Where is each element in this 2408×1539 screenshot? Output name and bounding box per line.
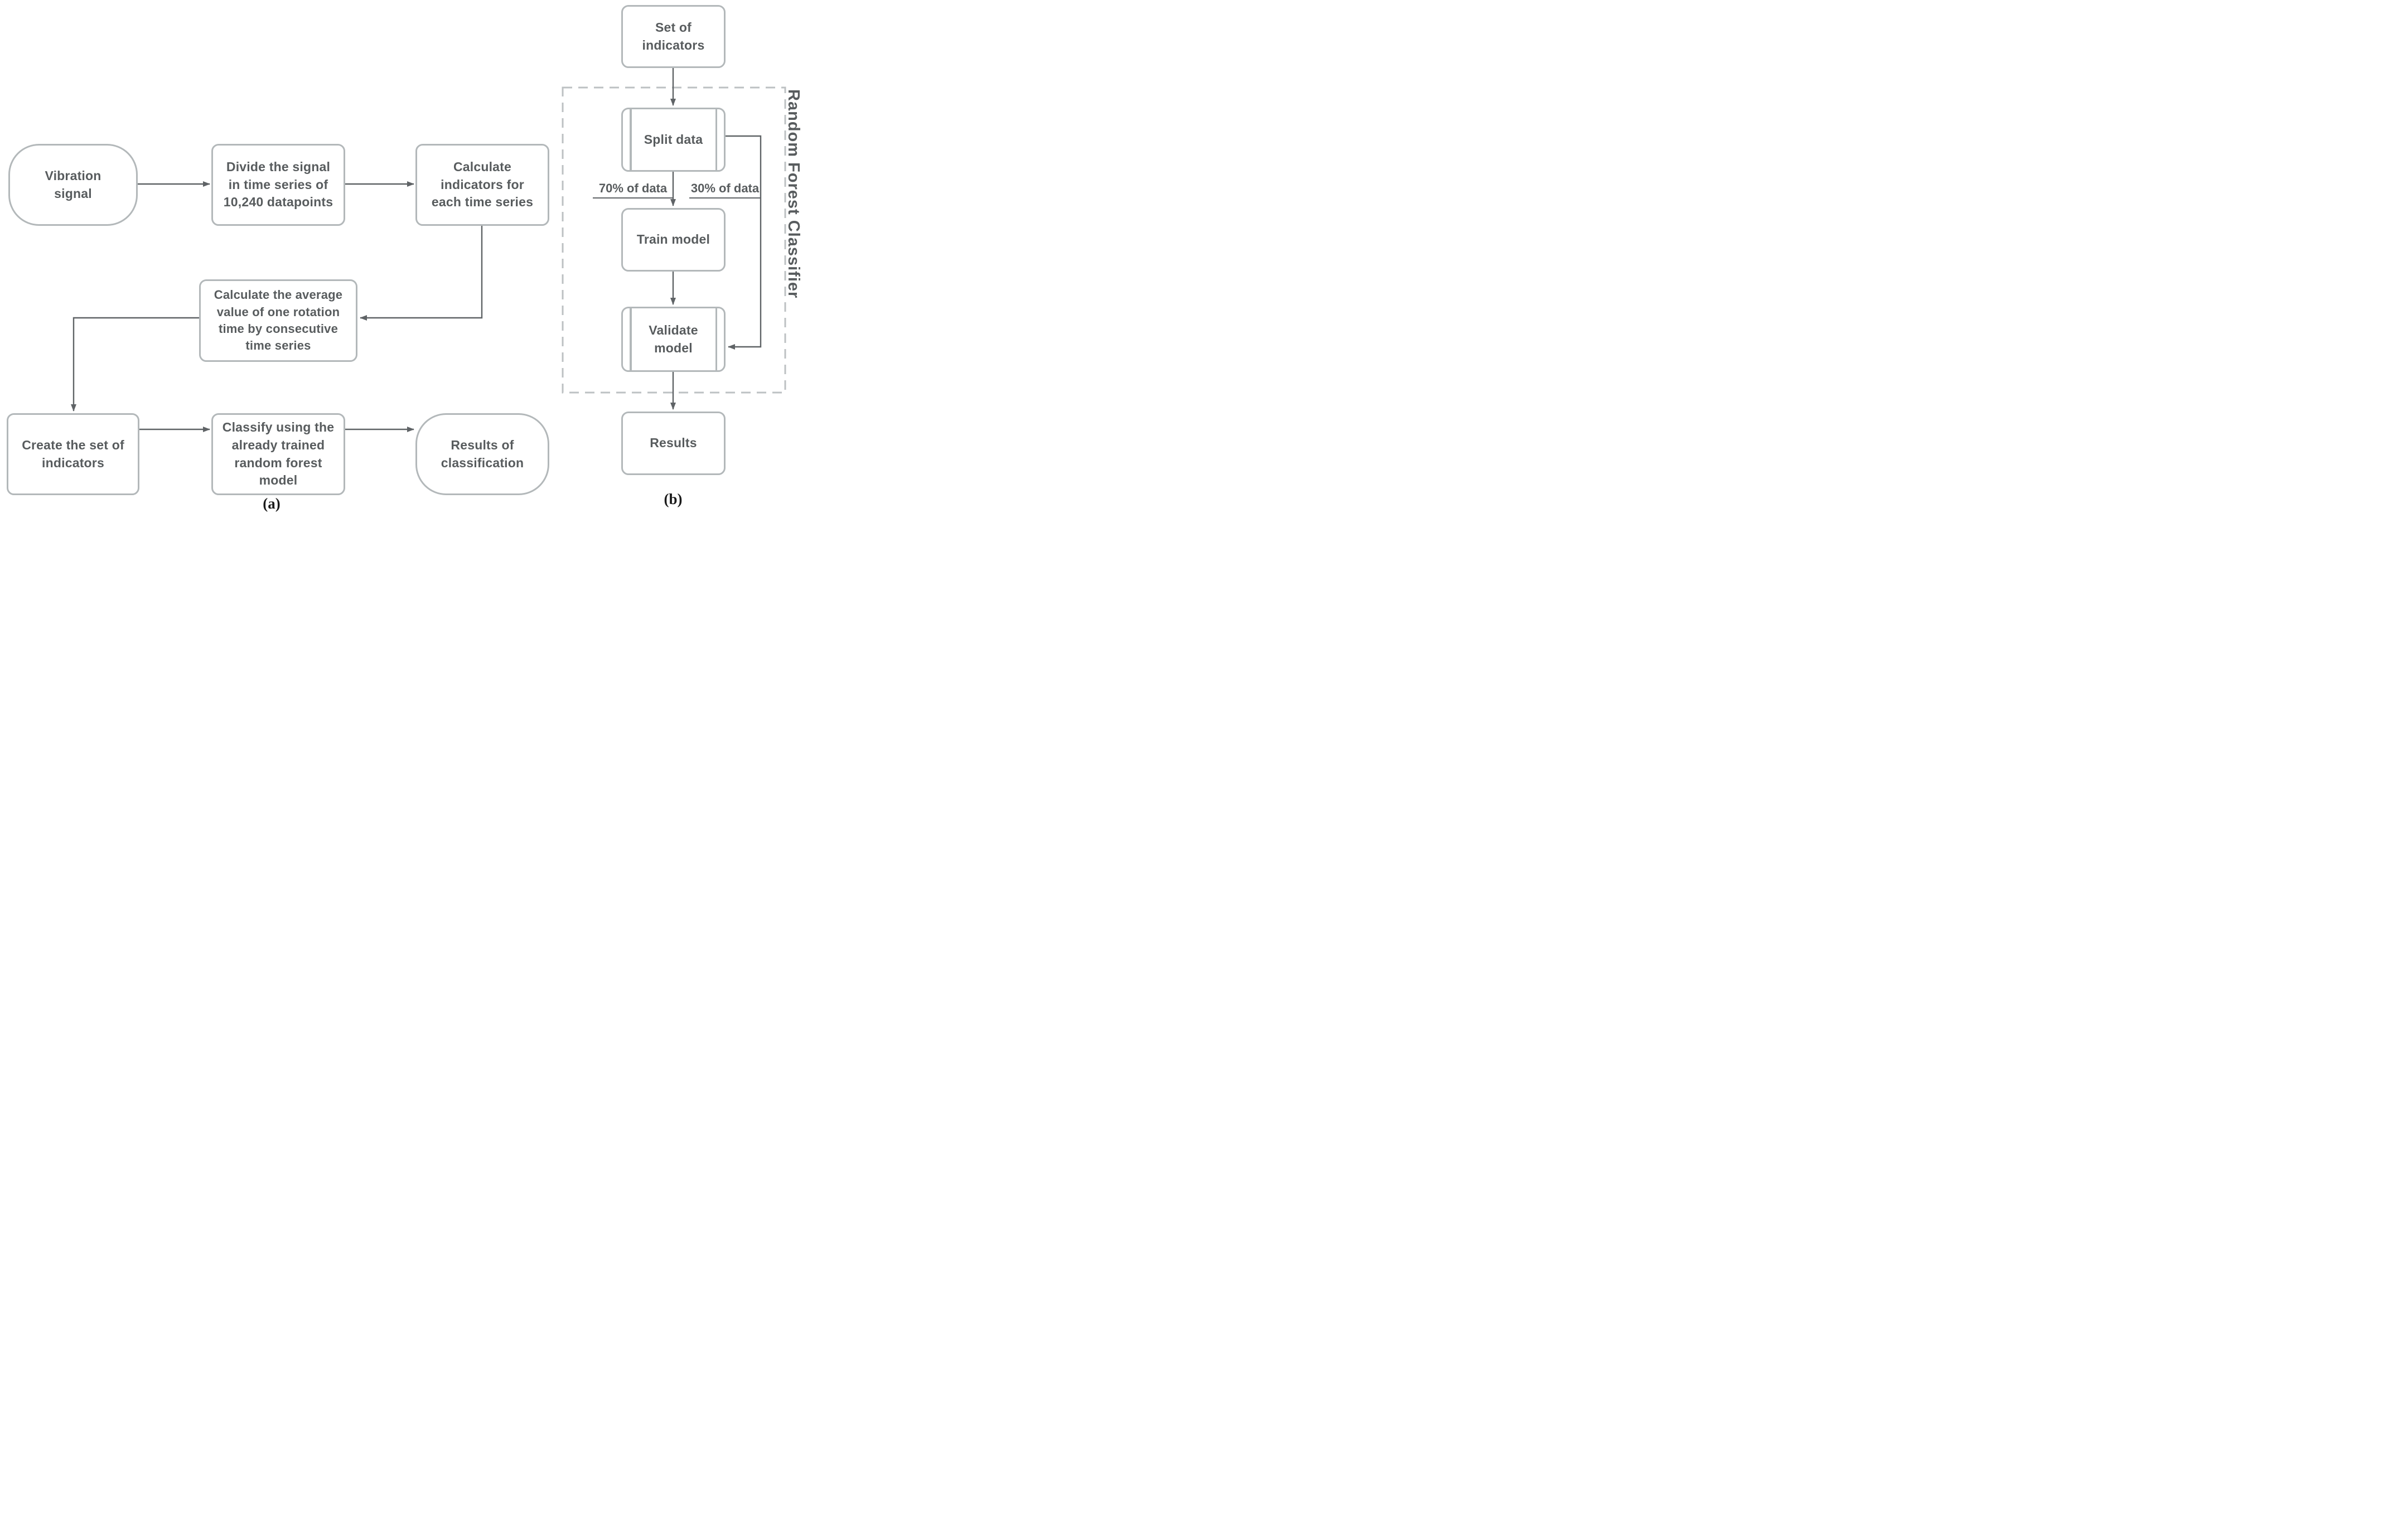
panel-a-caption: (a) — [263, 495, 281, 512]
subroutine-inner-line — [715, 109, 717, 170]
node-split-data-label: Split data — [644, 132, 703, 147]
node-split-data: Split data — [621, 108, 726, 172]
node-calculate-average: Calculate the average value of one rotat… — [199, 279, 357, 362]
node-train-model: Train model — [621, 208, 726, 272]
edge-label-train-split: 70% of data — [593, 181, 673, 199]
node-set-of-indicators: Set of indicators — [621, 5, 726, 68]
node-calculate-indicators: Calculate indicators for each time serie… — [415, 144, 549, 226]
node-results: Results — [621, 412, 726, 475]
subroutine-inner-line — [630, 308, 632, 370]
connector-lines — [71, 68, 786, 432]
node-results-of-classification: Results of classification — [415, 413, 549, 495]
panel-b-caption: (b) — [664, 491, 683, 507]
flowchart-figure: Vibration signal Divide the signal in ti… — [0, 0, 803, 513]
node-create-set-of-indicators: Create the set of indicators — [7, 413, 139, 495]
node-vibration-signal: Vibration signal — [8, 144, 138, 226]
node-validate-model-label: Validate model — [649, 322, 698, 355]
node-classify-random-forest: Classify using the already trained rando… — [211, 413, 345, 495]
subroutine-inner-line — [630, 109, 632, 170]
subroutine-inner-line — [715, 308, 717, 370]
node-validate-model: Validate model — [621, 307, 726, 372]
edge-label-test-split: 30% of data — [689, 181, 761, 199]
random-forest-classifier-label: Random Forest Classifier — [785, 89, 802, 299]
node-divide-signal: Divide the signal in time series of 10,2… — [211, 144, 345, 226]
random-forest-dashed-container — [562, 86, 786, 394]
